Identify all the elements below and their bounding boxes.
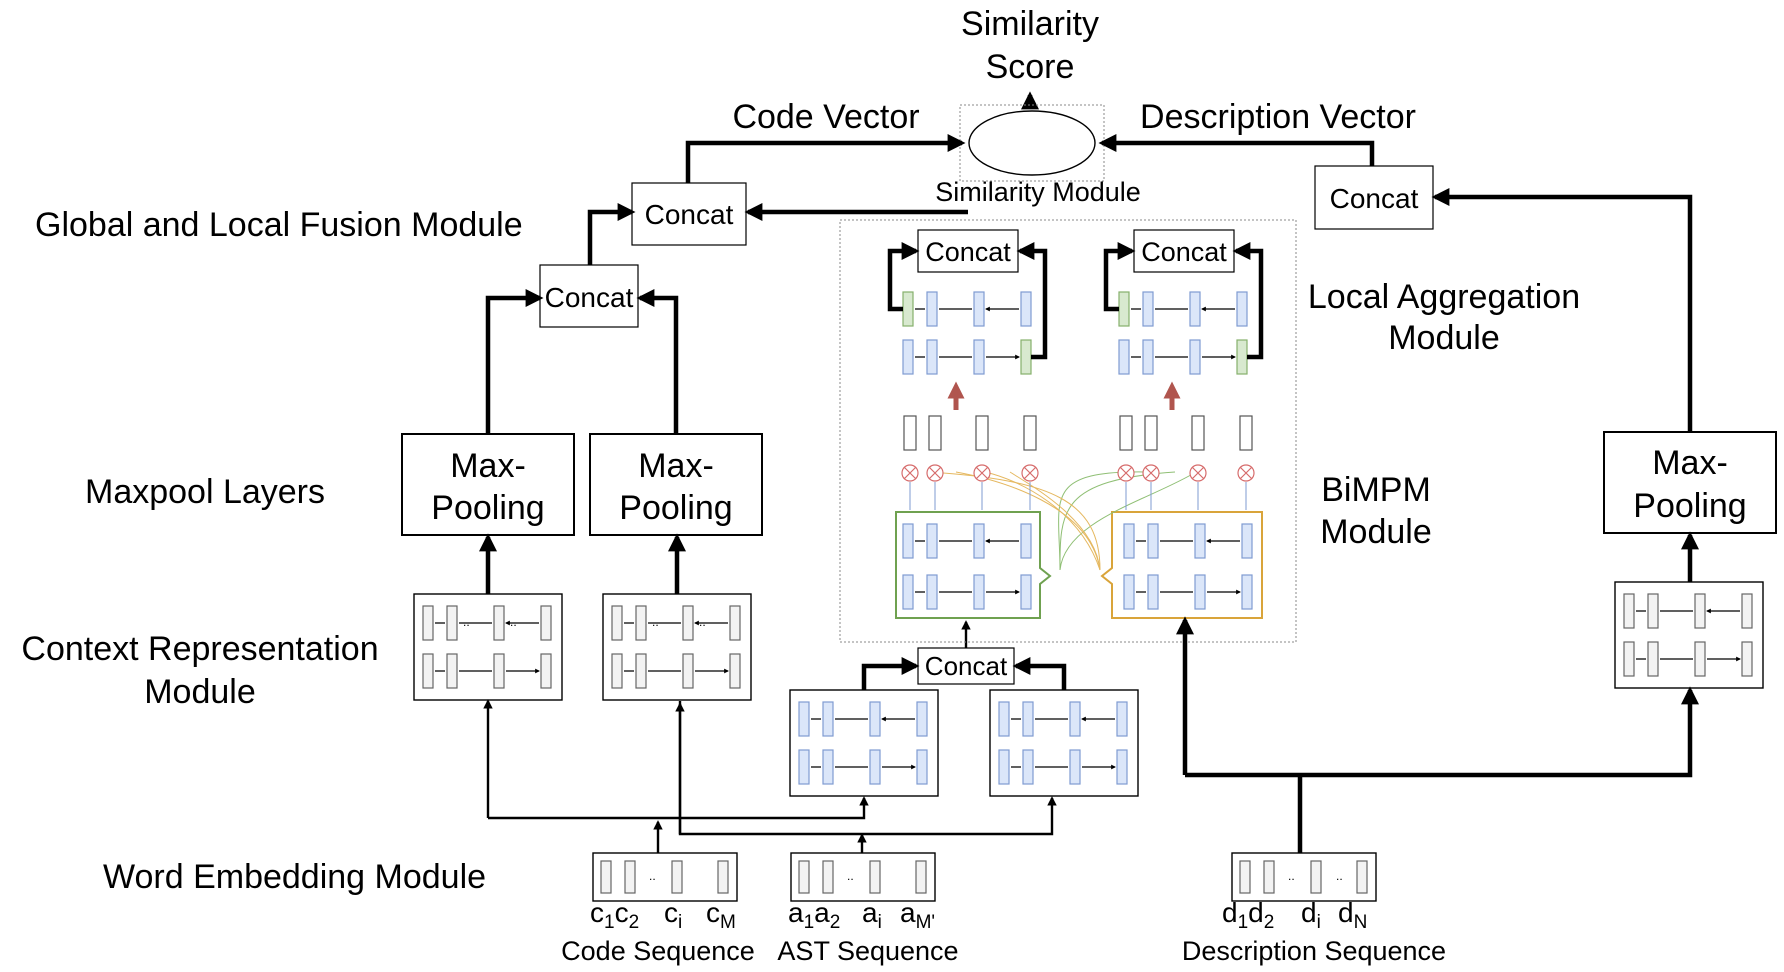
arrow-desc-to-context (1185, 686, 1699, 778)
code-token-labels: c1c2 ci cM (590, 897, 736, 933)
arrow-code-to-local (488, 796, 869, 820)
svg-text:ai: ai (862, 897, 882, 933)
svg-text:aM': aM' (900, 897, 935, 933)
svg-text:..: .. (1336, 869, 1343, 883)
svg-text:c1c2: c1c2 (590, 897, 639, 933)
svg-text:..: .. (463, 615, 470, 629)
description-embedding (1231, 852, 1377, 902)
svg-text:d1d2: d1d2 (1222, 897, 1274, 933)
svg-text:dN: dN (1338, 897, 1367, 933)
concat-global-code: Concat (631, 182, 747, 246)
bimpm-description-encoder (1100, 511, 1263, 619)
svg-text:..: .. (510, 615, 517, 629)
maxpool-layers-label: Maxpool Layers (85, 473, 325, 511)
context-representation-label-1: Context Representation (21, 630, 378, 668)
svg-text:..: .. (699, 615, 706, 629)
description-vector-arrow (1098, 134, 1375, 166)
max-pooling-label-1: Max- (450, 447, 526, 485)
max-pooling-label-1: Max- (1652, 444, 1728, 482)
svg-text:..: .. (649, 869, 656, 883)
concat-code-ast: Concat (539, 264, 639, 328)
local-aggregation-label-2: Module (1388, 319, 1500, 357)
context-representation-description (1614, 581, 1764, 689)
code-sequence-label: Code Sequence (561, 936, 755, 966)
concat-label: Concat (645, 199, 734, 230)
bimpm-label-2: Module (1320, 513, 1432, 551)
multiply-operators (901, 464, 1255, 482)
similarity-score-label-1: Similarity (961, 5, 1099, 43)
similarity-module-label: Similarity Module (935, 177, 1141, 207)
arrow-desc-maxpool-to-concat (1431, 188, 1693, 432)
svg-text:a1a2: a1a2 (788, 897, 840, 933)
global-local-fusion-label: Global and Local Fusion Module (35, 206, 523, 244)
concat-label: Concat (545, 282, 634, 313)
matching-vectors (903, 415, 1253, 451)
context-representation-code (413, 593, 563, 701)
svg-text:..: .. (1288, 869, 1295, 883)
max-pooling-label-2: Pooling (431, 489, 544, 527)
ast-token-labels: a1a2 ai aM' (788, 897, 935, 933)
bilstm-ast-local (989, 689, 1139, 797)
similarity-ellipse (968, 110, 1096, 176)
max-pooling-ast: Max- Pooling (589, 433, 763, 536)
arrow-bilstm-code-to-local-concat (861, 657, 920, 690)
word-embedding-label: Word Embedding Module (103, 858, 486, 896)
concat-label: Concat (925, 651, 1008, 681)
ellipsis-dots: ........ ........ (463, 615, 1343, 883)
bimpm-label-1: BiMPM (1321, 471, 1431, 509)
svg-text:..: .. (847, 869, 854, 883)
code-vector-arrow (685, 134, 966, 183)
local-aggregation-bimpm-border (839, 219, 1297, 643)
max-pooling-description: Max- Pooling (1603, 431, 1777, 534)
context-representation-ast (602, 593, 752, 701)
code-vector-label: Code Vector (732, 98, 919, 136)
svg-text:..: .. (652, 615, 659, 629)
arrow-maxpool-ast-to-concat (636, 289, 679, 434)
max-pooling-label-2: Pooling (619, 489, 732, 527)
concat-label: Concat (925, 237, 1011, 267)
local-aggregation-label-1: Local Aggregation (1308, 278, 1580, 316)
description-vector-label: Description Vector (1140, 98, 1416, 136)
bilstm-code-local (789, 689, 939, 797)
bimpm-code-ast-encoder (895, 511, 1052, 619)
concat-label: Concat (1330, 183, 1419, 214)
max-pooling-label-2: Pooling (1633, 487, 1746, 525)
svg-text:di: di (1301, 897, 1321, 933)
similarity-score-label-2: Score (986, 48, 1075, 86)
svg-text:ci: ci (664, 897, 682, 933)
context-representation-label-2: Module (144, 673, 256, 711)
aggregation-bilstm-right: Concat (1103, 229, 1264, 375)
aggregation-bilstm-left: Concat (887, 229, 1048, 375)
ast-sequence-label: AST Sequence (777, 936, 958, 966)
svg-text:cM: cM (706, 897, 736, 933)
description-sequence-label: Description Sequence (1182, 936, 1446, 966)
arrow-bilstm-ast-to-local-concat (1012, 657, 1067, 690)
concat-local-code-ast: Concat (917, 647, 1015, 685)
concat-label: Concat (1141, 237, 1227, 267)
arrow-maxpool-code-to-concat (485, 289, 544, 434)
concat-description: Concat (1314, 165, 1434, 230)
description-token-labels: d1d2 di dN (1222, 897, 1367, 933)
max-pooling-label-1: Max- (638, 447, 714, 485)
max-pooling-code: Max- Pooling (401, 433, 575, 536)
code-embedding (592, 852, 738, 902)
arrow-fusion-to-global-concat (587, 203, 636, 265)
ast-embedding (790, 852, 936, 902)
